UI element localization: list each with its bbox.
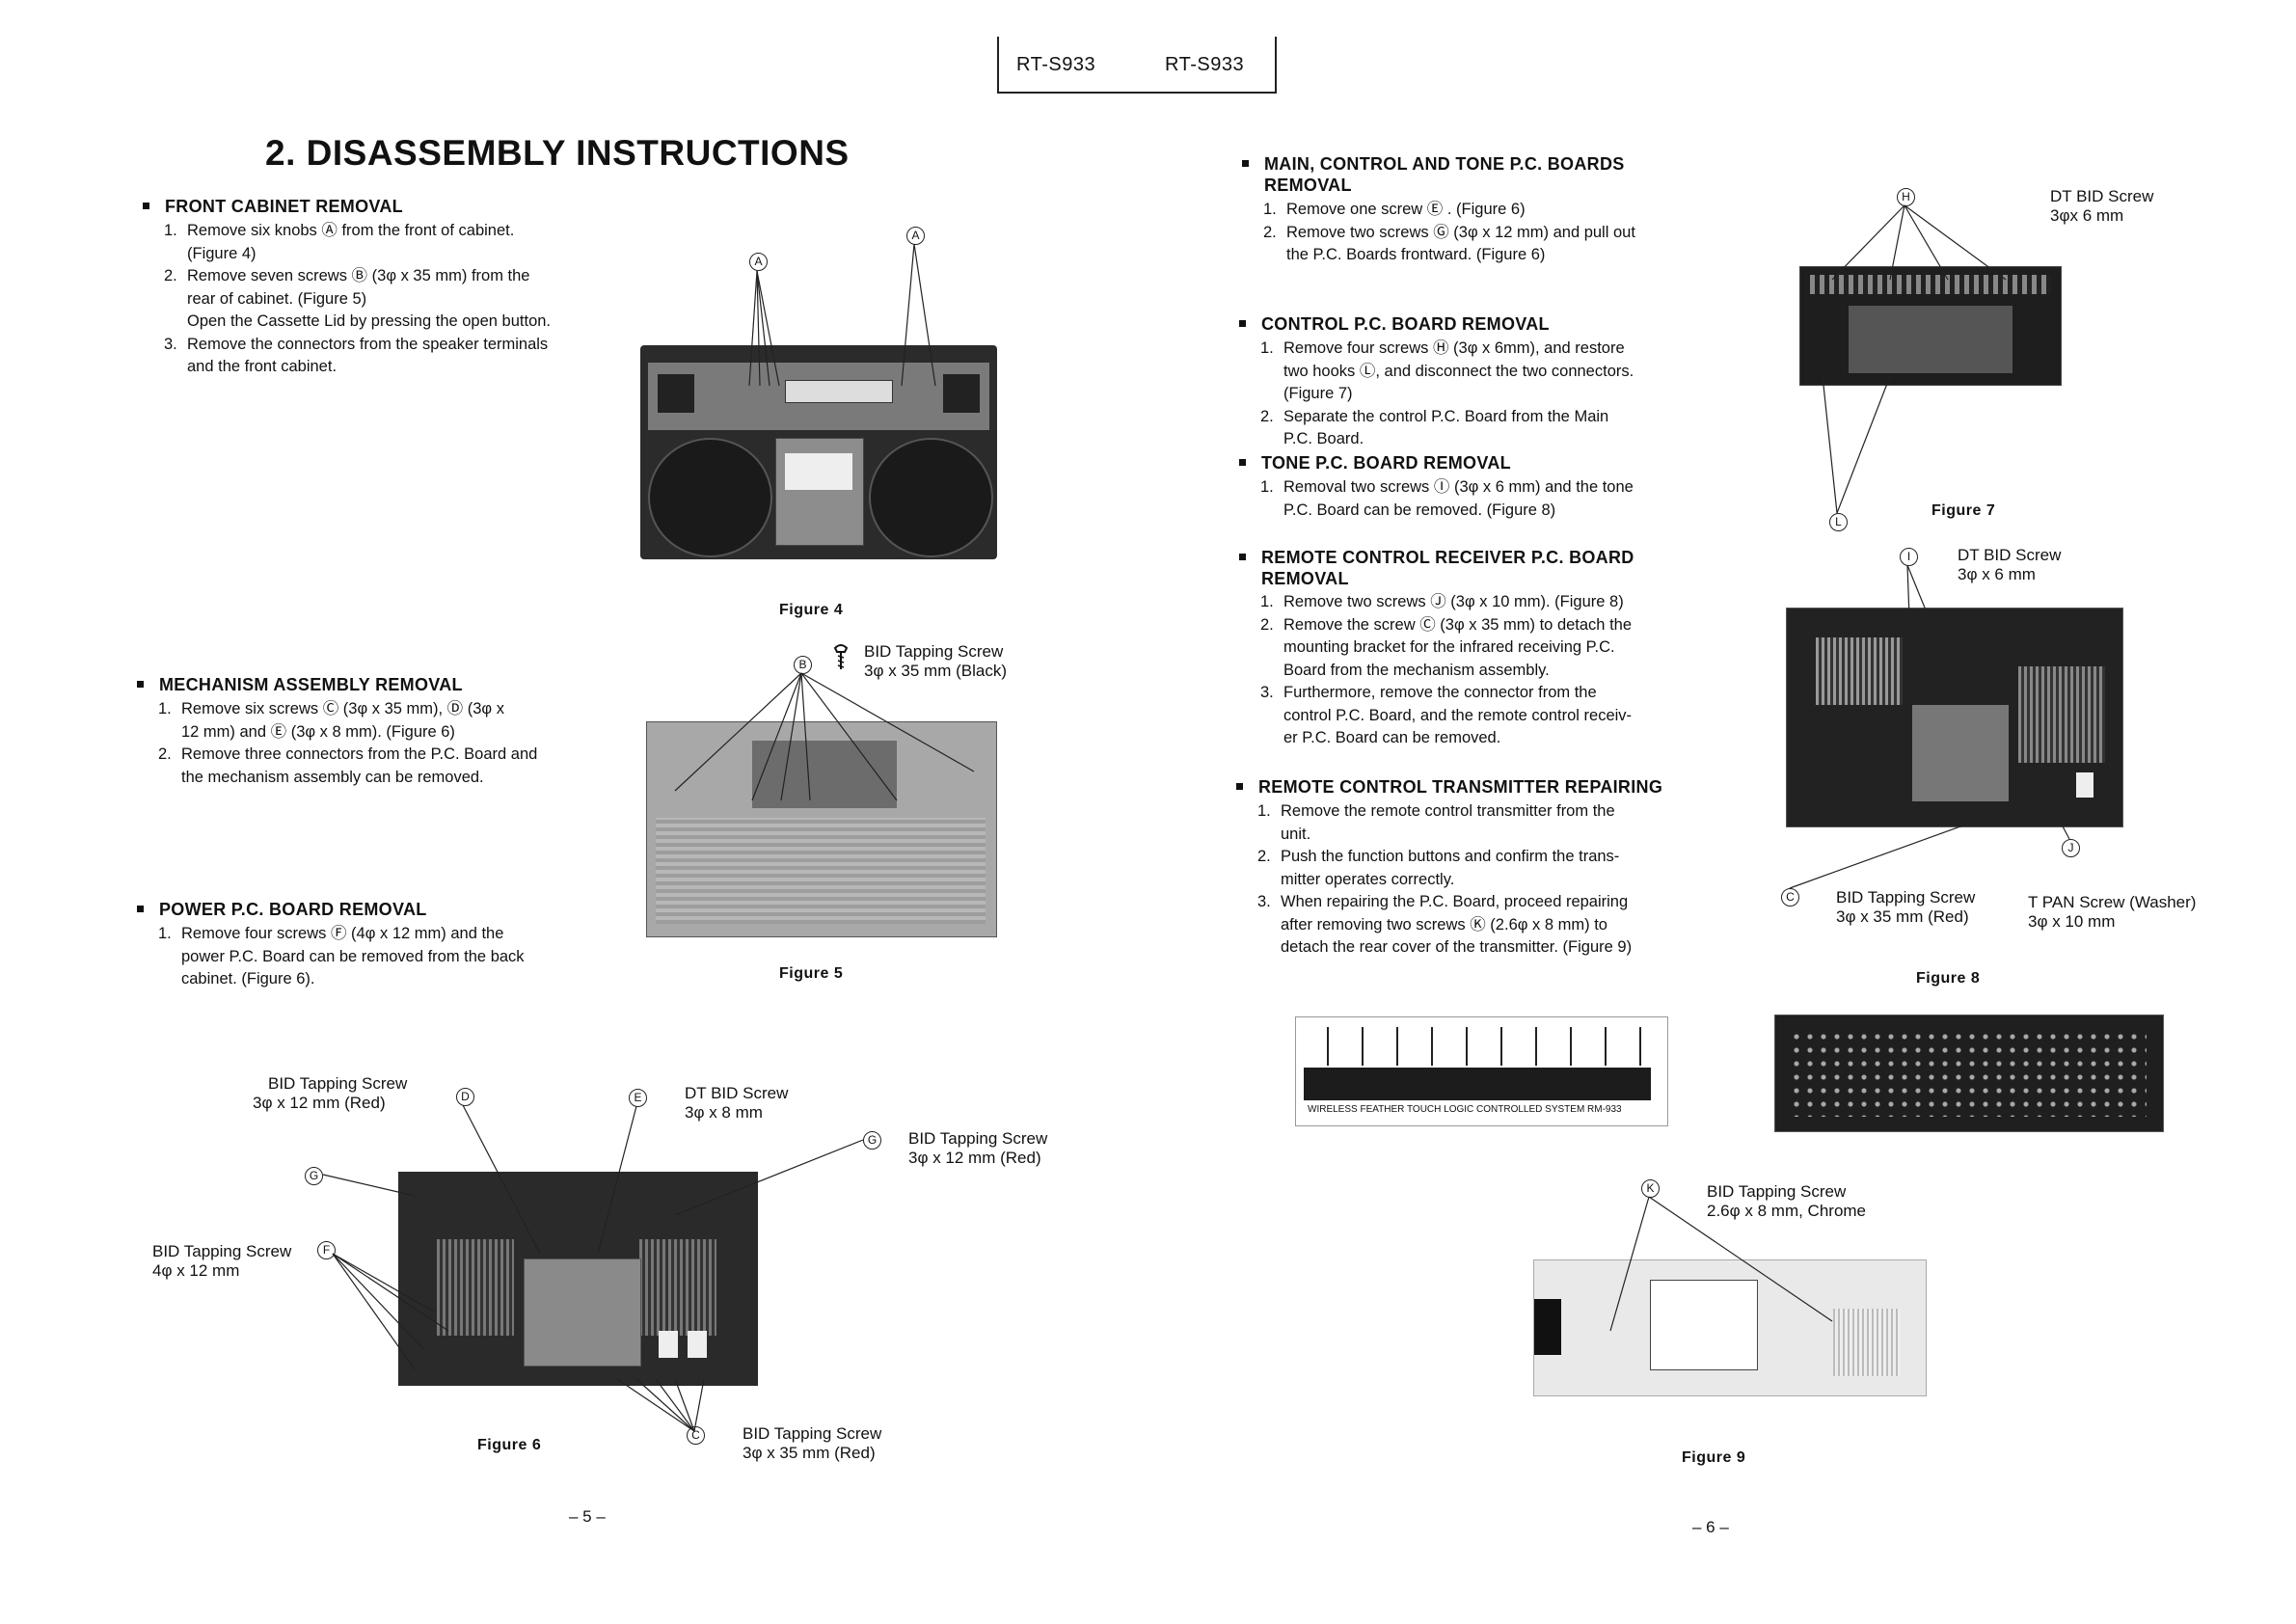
- figure-5-caption: Figure 5: [779, 965, 844, 982]
- section-receiver-title: REMOTE CONTROL RECEIVER P.C. BOARD: [1239, 548, 1634, 568]
- figure-4-caption: Figure 4: [779, 602, 844, 618]
- section-mechanism-steps: 1.Remove six screws Ⓒ (3φ x 35 mm), Ⓓ (3…: [158, 700, 538, 786]
- section-front-cabinet-steps: 1.Remove six knobs Ⓐ from the front of c…: [164, 222, 552, 375]
- figure-6-caption: Figure 6: [477, 1437, 542, 1453]
- section-power-steps: 1.Remove four screws Ⓕ (4φ x 12 mm) and …: [158, 925, 525, 988]
- page-number-right: – 6 –: [1692, 1518, 1729, 1536]
- section-transmitter-steps: 1.Remove the remote control transmitter …: [1257, 802, 1633, 956]
- section-main-boards-title: MAIN, CONTROL AND TONE P.C. BOARDS: [1242, 154, 1625, 175]
- fig6-e-screw-name: DT BID Screw: [685, 1084, 789, 1102]
- section-tone-steps: 1.Removal two screws Ⓘ (3φ x 6 mm) and t…: [1260, 478, 1634, 519]
- figure-8-image: [1786, 608, 2123, 827]
- fig6-f-screw-size: 4φ x 12 mm: [152, 1261, 240, 1280]
- fig9-k-screw-size: 2.6φ x 8 mm, Chrome: [1707, 1202, 1867, 1220]
- fig8-c-screw-name: BID Tapping Screw: [1836, 888, 1976, 907]
- fig6-d-screw-size: 3φ x 12 mm (Red): [253, 1094, 386, 1112]
- callout-f: F: [317, 1241, 336, 1259]
- section-front-cabinet-title: FRONT CABINET REMOVAL: [143, 197, 403, 217]
- fig6-d-screw-name: BID Tapping Screw: [268, 1074, 408, 1093]
- fig6-g-screw-size: 3φ x 12 mm (Red): [908, 1149, 1041, 1167]
- fig8-i-screw-size: 3φ x 6 mm: [1958, 565, 2036, 583]
- callout-l: L: [1829, 513, 1848, 531]
- callout-c-fig8: C: [1781, 888, 1799, 907]
- callout-i: I: [1900, 548, 1918, 566]
- remote-pcb-image: [1774, 1015, 2164, 1132]
- model-label-right: RT-S933: [1165, 54, 1245, 75]
- figure-4-image: [640, 345, 997, 559]
- model-header: RT-S933 RT-S933: [997, 37, 1277, 94]
- section-receiver-title-2: REMOVAL: [1261, 569, 1349, 588]
- figure-7-image: [1799, 266, 2062, 386]
- section-control-title: CONTROL P.C. BOARD REMOVAL: [1239, 314, 1550, 335]
- callout-d: D: [456, 1088, 474, 1106]
- callout-j: J: [2062, 839, 2080, 857]
- fig8-c-screw-size: 3φ x 35 mm (Red): [1836, 907, 1969, 926]
- fig6-c-screw-size: 3φ x 35 mm (Red): [743, 1444, 876, 1462]
- fig6-c-screw-name: BID Tapping Screw: [743, 1424, 882, 1443]
- fig8-j-screw-name: T PAN Screw (Washer): [2028, 893, 2197, 911]
- callout-e: E: [629, 1089, 647, 1107]
- figure-8-caption: Figure 8: [1916, 970, 1981, 987]
- section-power-title: POWER P.C. BOARD REMOVAL: [137, 900, 427, 920]
- remote-control-image: WIRELESS FEATHER TOUCH LOGIC CONTROLLED …: [1295, 1016, 1668, 1126]
- fig8-i-screw-name: DT BID Screw: [1958, 546, 2062, 564]
- section-main-boards-steps: 1.Remove one screw Ⓔ . (Figure 6) 2.Remo…: [1263, 201, 1635, 263]
- figure-5-image: [646, 721, 997, 937]
- section-tone-title: TONE P.C. BOARD REMOVAL: [1239, 453, 1511, 474]
- fig6-g-screw-name: BID Tapping Screw: [908, 1129, 1048, 1148]
- figure-9-image: [1533, 1259, 1927, 1396]
- callout-g-left: G: [305, 1167, 323, 1185]
- section-receiver-steps: 1.Remove two screws Ⓙ (3φ x 10 mm). (Fig…: [1260, 593, 1633, 746]
- section-transmitter-title: REMOTE CONTROL TRANSMITTER REPAIRING: [1236, 777, 1662, 798]
- figure-6-image: [398, 1172, 758, 1386]
- fig6-e-screw-size: 3φ x 8 mm: [685, 1103, 763, 1122]
- remote-strip-label: WIRELESS FEATHER TOUCH LOGIC CONTROLLED …: [1308, 1104, 1622, 1115]
- figure-7-caption: Figure 7: [1931, 502, 1996, 519]
- callout-a-left: A: [749, 253, 768, 271]
- model-label-left: RT-S933: [1016, 54, 1096, 75]
- fig9-k-screw-name: BID Tapping Screw: [1707, 1182, 1847, 1201]
- figure-9-caption: Figure 9: [1682, 1449, 1746, 1466]
- page-number-left: – 5 –: [569, 1507, 606, 1526]
- callout-a-right: A: [906, 227, 925, 245]
- fig5-screw-size: 3φ x 35 mm (Black): [864, 662, 1007, 680]
- section-control-steps: 1.Remove four screws Ⓗ (3φ x 6mm), and r…: [1260, 339, 1634, 447]
- section-mechanism-title: MECHANISM ASSEMBLY REMOVAL: [137, 675, 463, 695]
- page-title: 2. DISASSEMBLY INSTRUCTIONS: [265, 133, 850, 173]
- fig8-j-screw-size: 3φ x 10 mm: [2028, 912, 2116, 931]
- section-main-boards-title-2: REMOVAL: [1264, 176, 1352, 195]
- screw-icon: [833, 644, 849, 669]
- fig5-screw-name: BID Tapping Screw: [864, 642, 1004, 661]
- callout-c: C: [687, 1426, 705, 1445]
- fig7-h-screw-size: 3φx 6 mm: [2050, 206, 2124, 225]
- fig7-h-screw-name: DT BID Screw: [2050, 187, 2154, 205]
- fig6-f-screw-name: BID Tapping Screw: [152, 1242, 292, 1260]
- callout-g-right: G: [863, 1131, 881, 1150]
